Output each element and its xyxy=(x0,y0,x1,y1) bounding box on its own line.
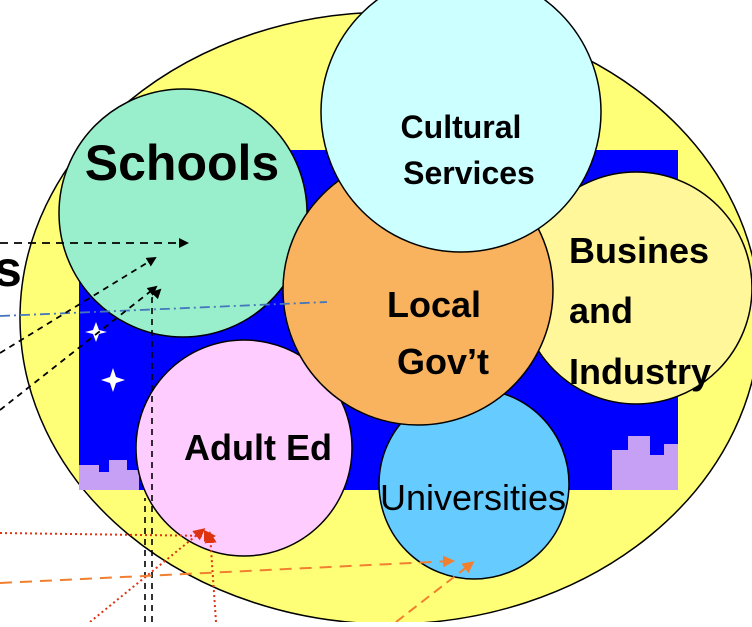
arrow-dashed-orange-to-universities xyxy=(0,555,455,584)
local-govt-label-line1: Local xyxy=(387,284,481,325)
connection-arrows xyxy=(0,238,475,623)
left-partial-label: s xyxy=(0,241,22,297)
cultural-services-label-line2: Services xyxy=(403,155,535,191)
arrow-dashed-orange-diagonal xyxy=(395,561,475,623)
adult-ed-circle xyxy=(135,339,353,557)
star-icon xyxy=(85,322,107,342)
arrow-dotted-red-to-adult-ed xyxy=(0,529,216,542)
arrow-dashdot-blue xyxy=(0,301,328,317)
arrow-dashed-black-diagonal-1 xyxy=(0,256,157,354)
business-industry-label-line1: Busines xyxy=(569,230,709,271)
star-icon xyxy=(101,368,125,392)
cultural-services-circle xyxy=(320,0,602,253)
business-industry-label-line3: Industry xyxy=(569,351,711,392)
arrow-dotted-red-diagonal xyxy=(89,528,206,623)
arrow-dashed-black-vertical-2 xyxy=(150,288,162,622)
business-industry-label-line2: and xyxy=(569,290,633,331)
schools-label: Schools xyxy=(85,135,279,191)
cultural-services-label-line1: Cultural xyxy=(401,109,522,145)
local-govt-label-line2: Gov’t xyxy=(397,341,489,382)
arrow-dashed-black-diagonal-2 xyxy=(0,285,158,411)
city-skyline xyxy=(79,436,678,490)
universities-label: Universities xyxy=(380,477,566,518)
adult-ed-label: Adult Ed xyxy=(184,427,332,468)
schools-circle xyxy=(58,88,308,338)
